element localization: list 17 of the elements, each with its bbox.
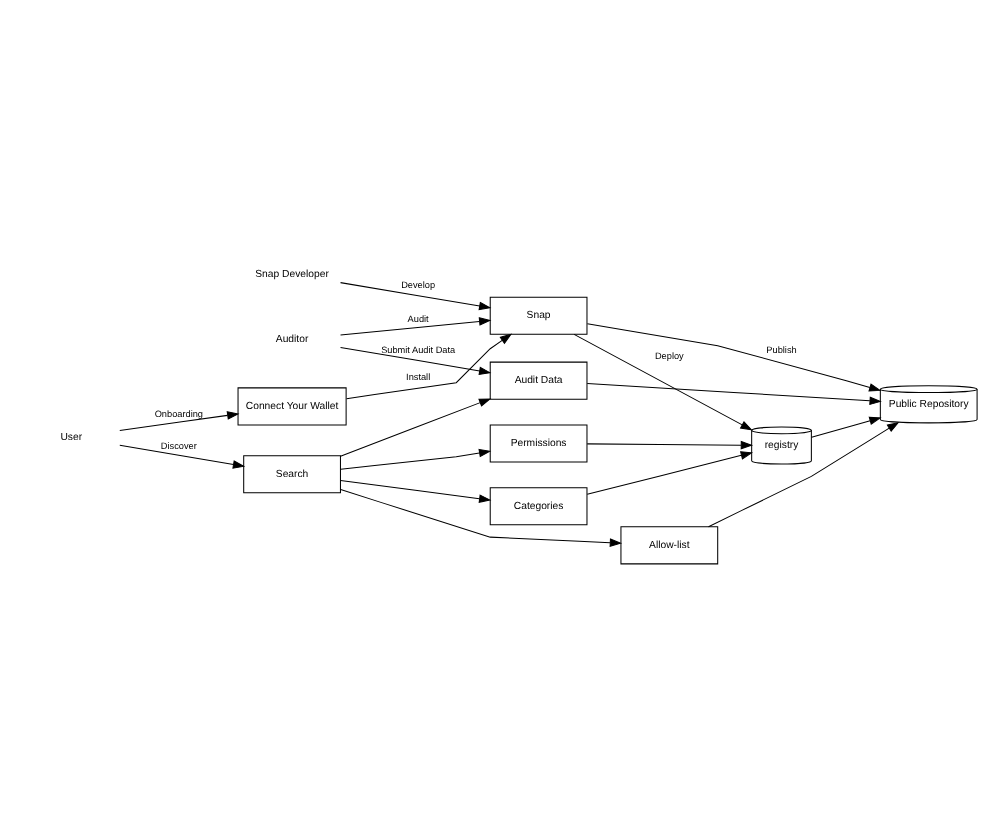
arrow bbox=[586, 440, 754, 450]
arrow bbox=[340, 448, 492, 470]
arrow bbox=[119, 444, 246, 469]
arrow bbox=[340, 282, 492, 311]
arrow bbox=[346, 333, 513, 400]
arrow bbox=[811, 416, 882, 438]
arrow bbox=[708, 421, 900, 528]
arrow bbox=[340, 489, 623, 547]
arrow bbox=[573, 333, 753, 431]
arrow bbox=[340, 346, 492, 376]
arrow bbox=[340, 480, 492, 503]
arrow bbox=[586, 323, 882, 392]
arrow bbox=[586, 383, 882, 406]
arrow bbox=[119, 411, 240, 432]
arrow bbox=[586, 451, 754, 495]
arrow bbox=[340, 317, 492, 336]
arrow bbox=[340, 398, 492, 457]
